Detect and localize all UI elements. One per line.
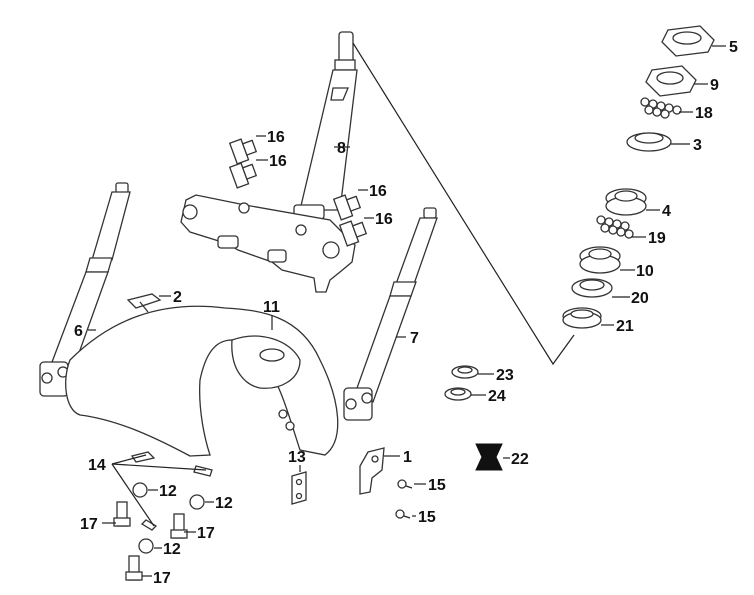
clip-2 <box>126 293 162 313</box>
callout-8: 8 <box>337 140 346 157</box>
callout-16b: 16 <box>269 153 287 170</box>
leader-lines <box>88 45 726 577</box>
rubber-pad-22 <box>475 443 503 471</box>
fork-tube-right <box>343 207 438 421</box>
steering-stem <box>180 31 358 293</box>
bracket-13 <box>291 471 307 505</box>
assembly-guide-line <box>352 42 575 366</box>
callout-14: 14 <box>88 457 106 474</box>
callout-16c: 16 <box>369 183 387 200</box>
callout-15b: 15 <box>418 509 436 526</box>
callout-7: 7 <box>410 330 419 347</box>
steel-balls-upper <box>640 97 682 119</box>
front-fender <box>65 305 339 457</box>
bottom-cone-race <box>571 278 613 298</box>
callout-4: 4 <box>662 203 671 220</box>
callout-12c: 12 <box>163 541 181 558</box>
bolts-17 <box>113 501 188 581</box>
callout-labels: 1 2 3 4 5 6 7 8 9 10 11 12 12 12 13 14 1… <box>74 39 738 587</box>
screws-15 <box>395 479 413 519</box>
dust-seal <box>562 307 602 329</box>
callout-16d: 16 <box>375 211 393 228</box>
callout-23: 23 <box>496 367 514 384</box>
bolts-16 <box>228 138 368 247</box>
bracket-1 <box>359 447 385 495</box>
rings-23-24 <box>444 365 479 401</box>
callout-12b: 12 <box>215 495 233 512</box>
callout-6: 6 <box>74 323 83 340</box>
steel-balls-lower <box>596 215 634 239</box>
callout-15a: 15 <box>428 477 446 494</box>
callout-11: 11 <box>263 299 280 316</box>
callout-24: 24 <box>488 388 506 405</box>
bottom-bearing-cup <box>579 246 621 274</box>
top-bearing-cup <box>605 188 647 216</box>
fork-tube-left <box>39 182 131 397</box>
top-cone-race <box>626 132 672 152</box>
callout-3: 3 <box>693 137 702 154</box>
callout-13: 13 <box>288 449 306 466</box>
callout-22: 22 <box>511 451 529 468</box>
callout-19: 19 <box>648 230 666 247</box>
callout-5: 5 <box>729 39 738 56</box>
callout-9: 9 <box>710 77 719 94</box>
callout-16a: 16 <box>267 129 285 146</box>
clips-12-14 <box>130 451 213 554</box>
adjust-nut <box>645 65 697 97</box>
callout-21: 21 <box>616 318 634 335</box>
callout-17a: 17 <box>80 516 98 533</box>
callout-1: 1 <box>403 449 412 466</box>
callout-12a: 12 <box>159 483 177 500</box>
callout-18: 18 <box>695 105 713 122</box>
callout-2: 2 <box>173 289 182 306</box>
callout-17b: 17 <box>197 525 215 542</box>
lock-nut <box>661 25 715 57</box>
callout-17c: 17 <box>153 570 171 587</box>
callout-10: 10 <box>636 263 654 280</box>
callout-20: 20 <box>631 290 649 307</box>
